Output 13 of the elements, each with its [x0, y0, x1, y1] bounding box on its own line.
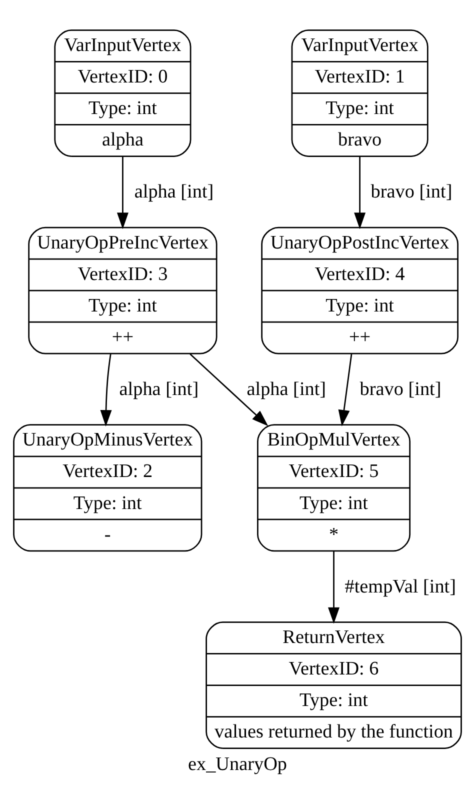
- edge-label: alpha [int]: [119, 378, 199, 400]
- edge-label: bravo [int]: [360, 378, 442, 400]
- arrow: [116, 156, 128, 229]
- caption: ex_UnaryOp: [188, 753, 288, 774]
- arrow: [100, 353, 112, 426]
- edge-label: #tempVal [int]: [344, 576, 456, 597]
- edge-label: bravo [int]: [370, 181, 452, 202]
- arrow: [328, 550, 340, 624]
- arrow: [354, 156, 366, 229]
- arrow: [190, 353, 268, 426]
- arrow: [338, 353, 352, 426]
- edge-label: alpha [int]: [246, 378, 326, 400]
- edge-label: alpha [int]: [134, 181, 214, 202]
